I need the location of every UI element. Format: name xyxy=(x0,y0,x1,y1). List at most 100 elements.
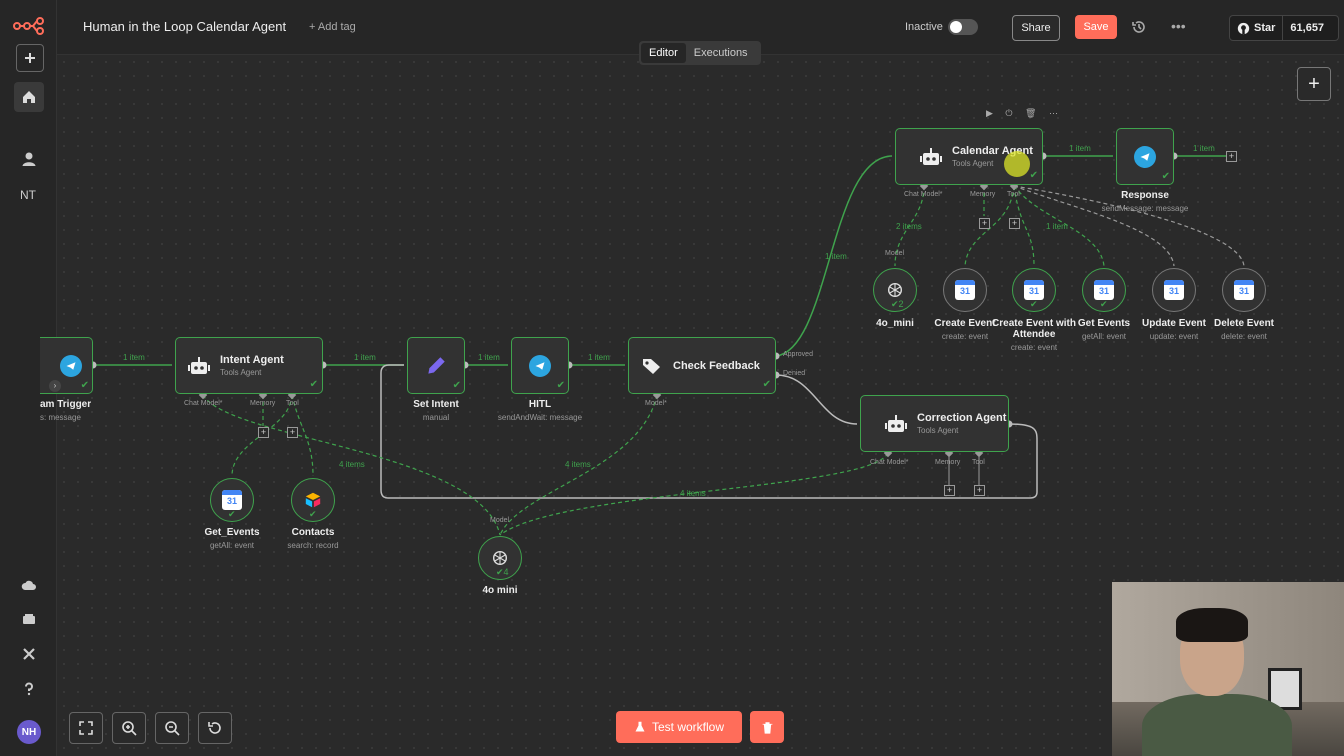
get-events-left-tool-node[interactable]: ✔ xyxy=(210,478,254,522)
success-check-icon: ✔ xyxy=(309,379,318,390)
success-check-icon: ✔ xyxy=(556,380,565,391)
success-check-icon: ✔4 xyxy=(496,567,509,577)
github-star-button[interactable]: Star 61,657 xyxy=(1229,15,1339,41)
history-icon[interactable] xyxy=(1131,19,1147,35)
port-label: Chat Model* xyxy=(184,400,223,407)
add-tool-plus[interactable]: + xyxy=(974,485,985,496)
success-check-icon: ✔ xyxy=(452,380,461,391)
robot-icon xyxy=(920,147,942,165)
test-workflow-button[interactable]: Test workflow xyxy=(616,711,742,743)
contacts-tool-node[interactable]: ✔ xyxy=(291,478,335,522)
tab-editor[interactable]: Editor xyxy=(641,43,686,63)
save-button[interactable]: Save xyxy=(1075,15,1117,39)
zoom-in-button[interactable] xyxy=(112,712,146,744)
variables-button[interactable] xyxy=(16,641,42,667)
delete-executions-button[interactable] xyxy=(750,711,784,743)
chat-trigger-node[interactable]: ✔ xyxy=(40,337,93,394)
node-subtitle: sendAndWait: message xyxy=(497,413,583,422)
success-check-icon: ✔ xyxy=(1030,299,1038,309)
templates-button[interactable] xyxy=(16,606,42,632)
port-label: Model xyxy=(490,517,510,524)
node-subtitle: Tools Agent xyxy=(952,159,994,168)
edge-label: 2 items xyxy=(896,222,922,231)
help-button[interactable] xyxy=(16,676,42,702)
share-button[interactable]: Share xyxy=(1012,15,1060,41)
node-subtitle: sendMessage: message xyxy=(1101,204,1189,213)
telegram-icon xyxy=(529,354,551,377)
node-subtitle: Tools Agent xyxy=(917,426,959,435)
intent-agent-node[interactable]: Intent Agent Tools Agent ✔ xyxy=(175,337,323,394)
add-node-plus[interactable]: + xyxy=(1226,151,1237,162)
telegram-icon xyxy=(60,354,82,377)
correction-agent-node[interactable]: Correction Agent Tools Agent xyxy=(860,395,1009,452)
question-icon xyxy=(25,682,33,696)
run-count-badge: 4 xyxy=(503,567,509,577)
zoom-in-icon xyxy=(122,721,137,736)
user-button[interactable] xyxy=(16,146,42,172)
flask-icon xyxy=(635,721,645,732)
edge-label: 1 item xyxy=(1069,144,1091,153)
node-title: Contacts xyxy=(291,527,335,538)
chevron-right-icon[interactable]: › xyxy=(49,380,61,392)
node-subtitle: update: event xyxy=(1149,332,1199,341)
openai-model-bottom-node[interactable]: ✔4 xyxy=(478,536,522,580)
run-count-badge: 2 xyxy=(898,299,904,309)
add-memory-plus[interactable]: + xyxy=(258,427,269,438)
fit-view-button[interactable] xyxy=(69,712,103,744)
reset-zoom-button[interactable] xyxy=(198,712,232,744)
user-icon xyxy=(22,152,36,166)
get-events-tool-node[interactable]: ✔ xyxy=(1082,268,1126,312)
openai-icon xyxy=(887,282,903,298)
success-check-icon: ✔ xyxy=(1100,299,1108,309)
edge-label: 4 items xyxy=(680,489,706,498)
port-label: Memory xyxy=(250,400,276,407)
add-tag-link[interactable]: + Add tag xyxy=(309,21,356,33)
edge-label: 1 item xyxy=(1046,222,1068,231)
add-workflow-button[interactable] xyxy=(16,44,44,72)
google-calendar-icon xyxy=(1164,280,1184,300)
add-memory-plus[interactable]: + xyxy=(944,485,955,496)
output-label-denied: Denied xyxy=(783,370,806,377)
project-initials[interactable]: NT xyxy=(20,188,36,202)
view-tabs: Editor Executions xyxy=(639,41,761,65)
node-toolbar[interactable]: ▶ ⏻ 🗑 ⋯ xyxy=(986,108,1063,118)
tab-executions[interactable]: Executions xyxy=(693,47,748,59)
robot-icon xyxy=(188,356,210,374)
more-options-icon[interactable]: ••• xyxy=(1171,18,1186,34)
hitl-node[interactable]: ✔ xyxy=(511,337,569,394)
update-event-tool-node[interactable] xyxy=(1152,268,1196,312)
add-node-button[interactable]: + xyxy=(1297,67,1331,101)
node-title: Create Event xyxy=(934,318,996,329)
edge-label: 1 item xyxy=(588,353,610,362)
set-intent-node[interactable]: ✔ xyxy=(407,337,465,394)
user-avatar[interactable]: NH xyxy=(17,720,41,744)
zoom-out-button[interactable] xyxy=(155,712,189,744)
home-button[interactable] xyxy=(14,82,44,112)
active-toggle[interactable] xyxy=(948,19,978,35)
cloud-button[interactable] xyxy=(16,572,42,598)
create-event-attendee-tool-node[interactable]: ✔ xyxy=(1012,268,1056,312)
node-title: Intent Agent xyxy=(220,354,284,366)
node-title: Get_Events xyxy=(204,527,260,538)
workflow-title[interactable]: Human in the Loop Calendar Agent xyxy=(83,19,287,34)
add-tool-plus[interactable]: + xyxy=(287,427,298,438)
delete-event-tool-node[interactable] xyxy=(1222,268,1266,312)
add-tool-plus[interactable]: + xyxy=(1009,218,1020,229)
node-title: 4o_mini xyxy=(876,318,914,329)
success-check-icon: ✔ xyxy=(309,509,317,519)
add-memory-plus[interactable]: + xyxy=(979,218,990,229)
create-event-tool-node[interactable] xyxy=(943,268,987,312)
box-icon xyxy=(23,614,35,624)
n8n-logo-icon[interactable] xyxy=(13,17,45,35)
port-label: Model* xyxy=(645,400,667,407)
check-feedback-node[interactable]: Check Feedback ✔ xyxy=(628,337,776,394)
openai-icon xyxy=(492,550,508,566)
node-title: Update Event xyxy=(1142,318,1206,329)
edge-label: 1 item xyxy=(478,353,500,362)
node-subtitle: manual xyxy=(422,413,450,422)
response-node[interactable]: ✔ xyxy=(1116,128,1174,185)
edge-label: 1 item xyxy=(354,353,376,362)
node-subtitle: getAll: event xyxy=(1081,332,1127,341)
telegram-icon xyxy=(1134,145,1156,168)
openai-model-node[interactable]: ✔2 xyxy=(873,268,917,312)
